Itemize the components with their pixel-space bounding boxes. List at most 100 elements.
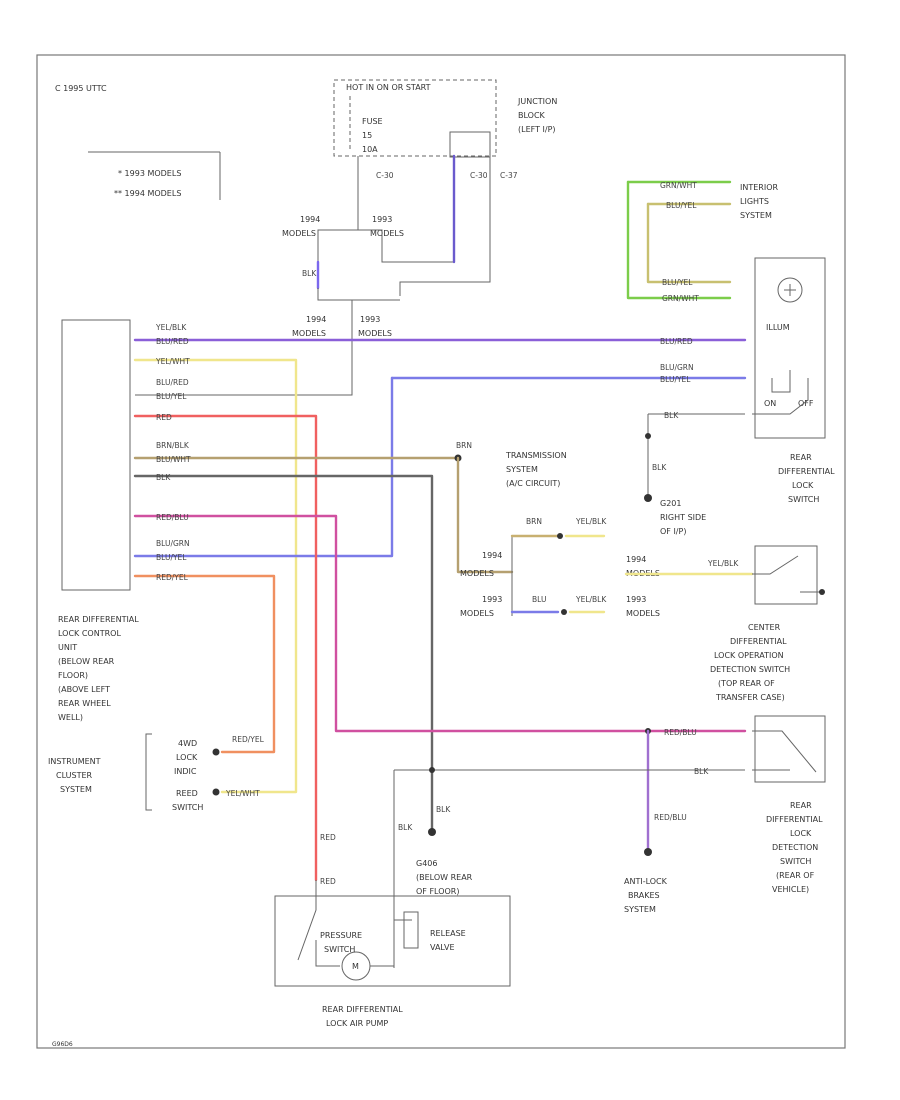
legend: * 1993 MODELS ** 1994 MODELS xyxy=(88,151,221,200)
svg-text:BLU/WHT: BLU/WHT xyxy=(156,455,191,464)
svg-text:MODELS: MODELS xyxy=(460,609,494,618)
svg-text:TRANSMISSION: TRANSMISSION xyxy=(505,451,567,460)
svg-text:SYSTEM: SYSTEM xyxy=(506,465,538,474)
svg-text:LOCK: LOCK xyxy=(792,481,814,490)
svg-text:RED/YEL: RED/YEL xyxy=(156,573,189,582)
svg-text:LOCK OPERATION: LOCK OPERATION xyxy=(714,651,784,660)
center-diff-switch: 1994 MODELS 1993 MODELS YEL/BLK CENTER D… xyxy=(624,545,825,702)
svg-text:SYSTEM: SYSTEM xyxy=(624,905,656,914)
svg-text:OFF: OFF xyxy=(798,399,814,408)
svg-text:1994: 1994 xyxy=(306,315,326,324)
svg-text:BLK: BLK xyxy=(398,823,413,832)
svg-text:YEL/BLK: YEL/BLK xyxy=(707,559,739,568)
svg-text:1993: 1993 xyxy=(482,595,502,604)
svg-text:OF I/P): OF I/P) xyxy=(660,527,686,536)
air-pump: M PRESSURE SWITCH RELEASE VALVE REAR DIF… xyxy=(274,880,511,1028)
svg-text:INDIC: INDIC xyxy=(174,767,197,776)
svg-text:YEL/WHT: YEL/WHT xyxy=(225,789,260,798)
svg-text:BLK: BLK xyxy=(694,767,709,776)
junction-block: HOT IN ON OR START FUSE 15 10A JUNCTION … xyxy=(282,79,557,238)
svg-text:BLU/GRN: BLU/GRN xyxy=(156,539,190,548)
svg-text:SYSTEM: SYSTEM xyxy=(60,785,92,794)
instrument-cluster: INSTRUMENT CLUSTER SYSTEM 4WD LOCK INDIC… xyxy=(48,733,265,812)
svg-text:LIGHTS: LIGHTS xyxy=(740,197,769,206)
svg-text:REAR DIFFERENTIAL: REAR DIFFERENTIAL xyxy=(322,1005,403,1014)
svg-text:BLU/YEL: BLU/YEL xyxy=(666,201,697,210)
svg-text:1994: 1994 xyxy=(626,555,646,564)
svg-text:BLOCK: BLOCK xyxy=(518,111,546,120)
svg-text:PRESSURE: PRESSURE xyxy=(320,931,362,940)
rear-diff-lock-switch: ILLUM ON OFF REAR DIFFERENTIAL LOCK SWIT… xyxy=(752,257,835,504)
svg-text:(ABOVE LEFT: (ABOVE LEFT xyxy=(58,685,110,694)
svg-text:BLU/YEL: BLU/YEL xyxy=(156,553,187,562)
svg-text:BLK: BLK xyxy=(652,463,667,472)
svg-text:REAR WHEEL: REAR WHEEL xyxy=(58,699,111,708)
svg-text:VALVE: VALVE xyxy=(430,943,455,952)
svg-text:RIGHT SIDE: RIGHT SIDE xyxy=(660,513,706,522)
g406-branch: BLK BLK G406 (BELOW REAR OF FLOOR) RED R… xyxy=(320,767,473,968)
svg-text:MODELS: MODELS xyxy=(292,329,326,338)
svg-text:REAR: REAR xyxy=(790,453,812,462)
svg-text:CENTER: CENTER xyxy=(748,623,781,632)
svg-text:YEL/BLK: YEL/BLK xyxy=(155,323,187,332)
svg-text:RED/BLU: RED/BLU xyxy=(156,513,189,522)
svg-text:LOCK AIR PUMP: LOCK AIR PUMP xyxy=(326,1019,388,1028)
svg-text:** 1994 MODELS: ** 1994 MODELS xyxy=(114,189,181,198)
svg-text:C-37: C-37 xyxy=(500,171,518,180)
svg-text:VEHICLE): VEHICLE) xyxy=(772,885,809,894)
svg-text:1993: 1993 xyxy=(372,215,392,224)
svg-text:RED: RED xyxy=(320,833,336,842)
svg-text:BLK: BLK xyxy=(302,269,317,278)
svg-text:BLU/YEL: BLU/YEL xyxy=(660,375,691,384)
svg-text:REAR DIFFERENTIAL: REAR DIFFERENTIAL xyxy=(58,615,139,624)
svg-text:INSTRUMENT: INSTRUMENT xyxy=(48,757,101,766)
svg-text:DIFFERENTIAL: DIFFERENTIAL xyxy=(766,815,823,824)
svg-text:SWITCH: SWITCH xyxy=(172,803,203,812)
svg-text:BLU/RED: BLU/RED xyxy=(660,337,693,346)
svg-text:HOT IN ON OR START: HOT IN ON OR START xyxy=(346,83,431,92)
svg-text:BLU/GRN: BLU/GRN xyxy=(660,363,694,372)
svg-text:BLU/YEL: BLU/YEL xyxy=(662,278,693,287)
svg-text:BRN: BRN xyxy=(526,517,542,526)
svg-text:(A/C CIRCUIT): (A/C CIRCUIT) xyxy=(506,479,560,488)
junction-wiring: BLK 1994 MODELS 1993 MODELS xyxy=(135,154,491,396)
svg-text:JUNCTION: JUNCTION xyxy=(517,97,557,106)
svg-text:REAR: REAR xyxy=(790,801,812,810)
svg-text:INTERIOR: INTERIOR xyxy=(740,183,779,192)
svg-text:MODELS: MODELS xyxy=(460,569,494,578)
svg-text:BLU/YEL: BLU/YEL xyxy=(156,392,187,401)
svg-text:YEL/BLK: YEL/BLK xyxy=(575,595,607,604)
svg-text:OF FLOOR): OF FLOOR) xyxy=(416,887,460,896)
svg-text:MODELS: MODELS xyxy=(370,229,404,238)
rear-diff-detect-switch: RED/BLU RED/BLU BLK REAR DIFFERENTIAL LO… xyxy=(394,715,826,914)
svg-text:1994: 1994 xyxy=(482,551,502,560)
svg-text:G406: G406 xyxy=(416,859,437,868)
svg-text:WELL): WELL) xyxy=(58,713,83,722)
svg-text:(TOP REAR OF: (TOP REAR OF xyxy=(718,679,775,688)
svg-text:YEL/BLK: YEL/BLK xyxy=(575,517,607,526)
svg-text:SWITCH: SWITCH xyxy=(780,857,811,866)
svg-text:DETECTION SWITCH: DETECTION SWITCH xyxy=(710,665,790,674)
svg-text:SWITCH: SWITCH xyxy=(324,945,355,954)
svg-text:BLK: BLK xyxy=(436,805,451,814)
svg-text:UNIT: UNIT xyxy=(58,643,77,652)
transmission-branch: BRN TRANSMISSION SYSTEM (A/C CIRCUIT) 19… xyxy=(454,441,607,618)
svg-text:* 1993 MODELS: * 1993 MODELS xyxy=(118,169,181,178)
svg-text:FUSE: FUSE xyxy=(362,117,383,126)
svg-text:DIFFERENTIAL: DIFFERENTIAL xyxy=(778,467,835,476)
svg-text:RED/BLU: RED/BLU xyxy=(654,813,687,822)
copyright: C 1995 UTTC xyxy=(55,84,107,93)
svg-text:GRN/WHT: GRN/WHT xyxy=(660,181,697,190)
svg-text:C-30: C-30 xyxy=(470,171,488,180)
svg-text:BRAKES: BRAKES xyxy=(628,891,660,900)
svg-text:LOCK: LOCK xyxy=(176,753,198,762)
svg-text:1994: 1994 xyxy=(300,215,320,224)
svg-text:ON: ON xyxy=(764,399,776,408)
svg-text:4WD: 4WD xyxy=(178,739,197,748)
svg-text:(BELOW REAR: (BELOW REAR xyxy=(58,657,115,666)
svg-text:1993: 1993 xyxy=(626,595,646,604)
svg-text:GRN/WHT: GRN/WHT xyxy=(662,294,699,303)
svg-text:(BELOW REAR: (BELOW REAR xyxy=(416,873,473,882)
svg-text:(LEFT I/P): (LEFT I/P) xyxy=(518,125,556,134)
svg-text:ANTI-LOCK: ANTI-LOCK xyxy=(624,877,668,886)
